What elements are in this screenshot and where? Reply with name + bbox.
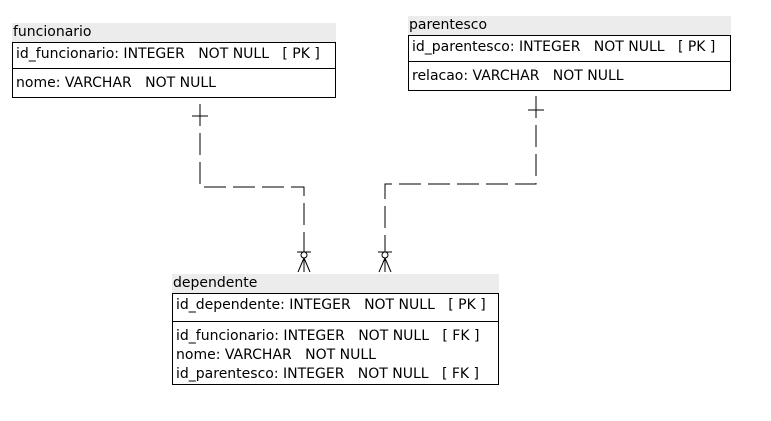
attribute-row: id_dependente: INTEGER NOT NULL [ PK ] <box>176 297 486 313</box>
attribute-row: id_parentesco: INTEGER NOT NULL [ PK ] <box>412 39 716 55</box>
zero-or-many-marker <box>378 251 392 273</box>
relationship-parentesco-dependente[interactable] <box>378 96 544 273</box>
entity-funcionario[interactable]: funcionario id_funcionario: INTEGER NOT … <box>12 23 336 98</box>
attribute-section: id_funcionario: INTEGER NOT NULL [ FK ] … <box>173 322 498 384</box>
entity-title: parentesco <box>408 16 731 35</box>
entity-title: dependente <box>172 274 499 293</box>
primary-key-section: id_funcionario: INTEGER NOT NULL [ PK ] <box>13 43 335 69</box>
entity-body: id_parentesco: INTEGER NOT NULL [ PK ] r… <box>408 35 731 91</box>
entity-body: id_dependente: INTEGER NOT NULL [ PK ] i… <box>172 293 499 385</box>
primary-key-section: id_parentesco: INTEGER NOT NULL [ PK ] <box>409 36 730 62</box>
entity-parentesco[interactable]: parentesco id_parentesco: INTEGER NOT NU… <box>408 16 731 91</box>
entity-body: id_funcionario: INTEGER NOT NULL [ PK ] … <box>12 42 336 98</box>
connector-line <box>199 104 305 258</box>
attribute-section: nome: VARCHAR NOT NULL <box>13 69 335 97</box>
attribute-row: id_funcionario: INTEGER NOT NULL [ PK ] <box>16 46 320 62</box>
entity-title: funcionario <box>12 23 336 42</box>
zero-or-many-marker <box>297 251 311 273</box>
entity-dependente[interactable]: dependente id_dependente: INTEGER NOT NU… <box>172 274 499 385</box>
attribute-row: nome: VARCHAR NOT NULL <box>16 75 216 91</box>
attribute-section: relacao: VARCHAR NOT NULL <box>409 62 730 90</box>
attribute-row: nome: VARCHAR NOT NULL <box>176 347 376 363</box>
attribute-row: id_parentesco: INTEGER NOT NULL [ FK ] <box>176 366 479 382</box>
attribute-row: id_funcionario: INTEGER NOT NULL [ FK ] <box>176 328 480 344</box>
relationship-funcionario-dependente[interactable] <box>192 104 311 273</box>
attribute-row: relacao: VARCHAR NOT NULL <box>412 68 624 84</box>
connector-line <box>384 96 537 258</box>
primary-key-section: id_dependente: INTEGER NOT NULL [ PK ] <box>173 294 498 322</box>
